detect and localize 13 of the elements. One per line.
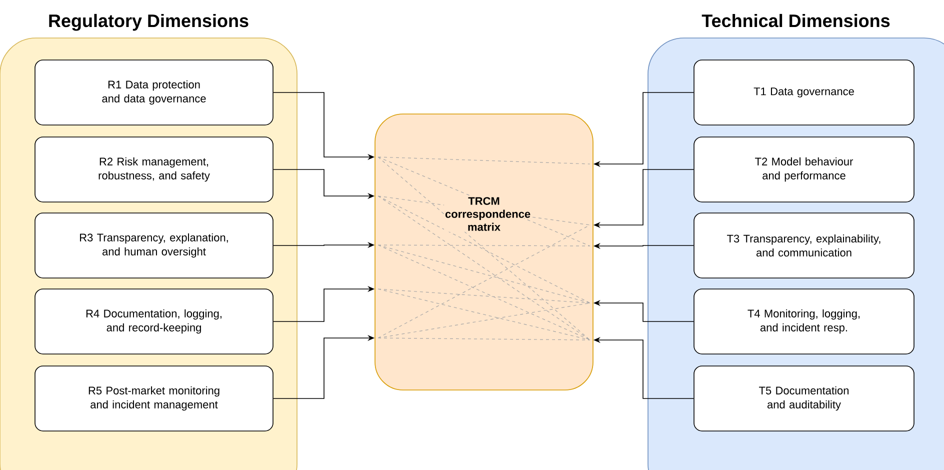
dimension-box: R5 Post-market monitoring and incident management [34,366,274,432]
dimension-box: T2 Model behaviour and performance [694,136,914,202]
dimension-box: R3 Transparency, explanation, and human oversight [34,212,274,278]
panel-heading: Regulatory Dimensions [49,14,248,31]
dimension-box: T3 Transparency, explainability, and communication [694,212,914,278]
dimension-box: T1 Data governance [694,60,914,126]
dimension-box: R1 Data protection and data governance [34,60,274,126]
dimension-box: R4 Documentation, logging, and record-keeping [34,288,274,354]
dimension-box: T4 Monitoring, logging, and incident resp. [694,288,914,354]
panel-heading: Technical Dimensions [702,14,890,28]
dimension-box: R2 Risk management, robustness, and safety [34,136,274,202]
dimension-box: T5 Documentation and auditability [694,366,914,432]
node-label: TRCM correspondence matrix [445,197,530,231]
